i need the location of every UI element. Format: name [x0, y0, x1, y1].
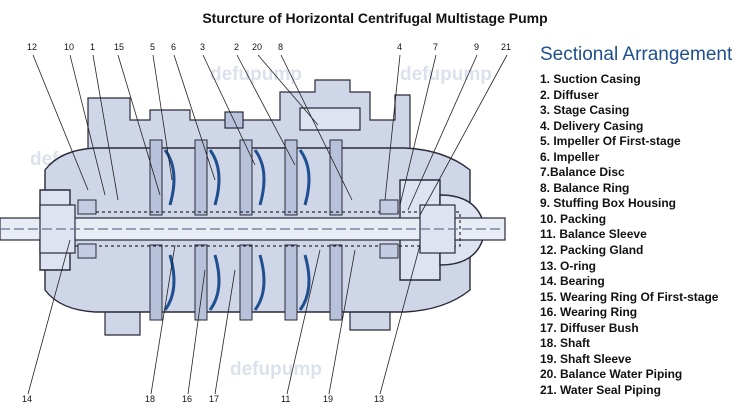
callout-18: 18 — [145, 394, 155, 404]
callout-1: 1 — [90, 42, 95, 52]
callout-15: 15 — [114, 42, 124, 52]
callout-6: 6 — [171, 42, 176, 52]
legend-list: 1. Suction Casing 2. Diffuser 3. Stage C… — [540, 72, 718, 398]
legend-item: 12. Packing Gland — [540, 243, 644, 258]
legend-item: 6. Impeller — [540, 149, 600, 164]
callout-16: 16 — [182, 394, 192, 404]
legend-item: 14. Bearing — [540, 274, 605, 289]
callout-14: 14 — [22, 394, 32, 404]
callout-20: 20 — [252, 42, 262, 52]
legend-item: 18. Shaft — [540, 336, 591, 351]
packing-gland — [77, 199, 399, 259]
callout-5: 5 — [150, 42, 155, 52]
watermark: defupump — [210, 64, 302, 85]
legend-item: 11. Balance Sleeve — [540, 227, 647, 242]
watermark: defupump — [230, 359, 322, 380]
legend-item: 1. Suction Casing — [540, 72, 641, 86]
legend-item: 19. Shaft Sleeve — [540, 351, 632, 366]
callout-8: 8 — [278, 42, 283, 52]
legend-item: 3. Stage Casing — [540, 103, 630, 118]
shaft — [0, 204, 506, 254]
callout-10: 10 — [64, 42, 74, 52]
impellers — [163, 149, 311, 311]
legend-heading: Sectional Arrangement — [540, 44, 733, 65]
callout-19: 19 — [323, 394, 333, 404]
callout-numbers: 12 10 1 15 5 6 3 2 20 8 4 7 9 21 14 18 1… — [22, 42, 511, 404]
legend-item: 9. Stuffing Box Housing — [540, 196, 676, 211]
legend-item: 8. Balance Ring — [540, 180, 630, 195]
callout-4: 4 — [397, 42, 402, 52]
legend-item: 4. Delivery Casing — [540, 118, 644, 133]
callout-17: 17 — [209, 394, 219, 404]
watermark: defupump — [400, 64, 492, 85]
callout-7: 7 — [433, 42, 438, 52]
callout-3: 3 — [200, 42, 205, 52]
stage-walls — [149, 139, 343, 321]
legend-item: 13. O-ring — [540, 258, 597, 273]
legend-item: 10. Packing — [540, 211, 607, 226]
callout-11: 11 — [281, 394, 290, 404]
legend-item: 17. Diffuser Bush — [540, 320, 639, 335]
legend-item: 15. Wearing Ring Of First-stage — [540, 289, 719, 304]
callout-21: 21 — [501, 42, 511, 52]
legend-item: 5. Impeller Of First-stage — [540, 134, 681, 149]
callout-9: 9 — [474, 42, 479, 52]
pump-cross-section: defupump defupump defupump defupump defu… — [0, 42, 511, 404]
callout-2: 2 — [234, 42, 239, 52]
legend-item: 16. Wearing Ring — [540, 305, 638, 320]
diagram-title: Sturcture of Horizontal Centrifugal Mult… — [202, 10, 548, 26]
legend-item: 7.Balance Disc — [540, 165, 625, 180]
legend-item: 20. Balance Water Piping — [540, 367, 683, 382]
callout-13: 13 — [374, 394, 384, 404]
leader-lines — [27, 54, 508, 395]
legend-item: 2. Diffuser — [540, 87, 599, 102]
legend-item: 21. Water Seal Piping — [540, 382, 661, 397]
callout-12: 12 — [27, 42, 37, 52]
